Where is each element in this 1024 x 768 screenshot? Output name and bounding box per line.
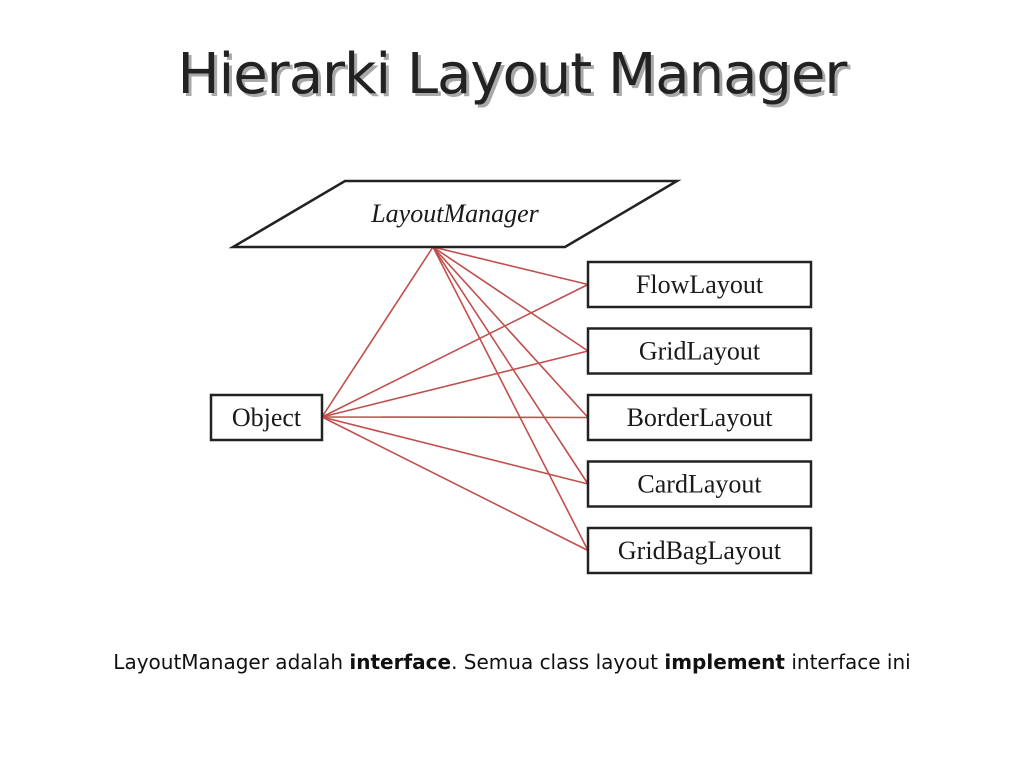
edge-layoutmanager-to-gridlayout <box>432 246 589 352</box>
class-node-border: BorderLayout <box>586 393 813 442</box>
class-node-label: GridLayout <box>639 337 761 366</box>
edge-layoutmanager-to-cardlayout <box>432 246 589 485</box>
edge-object-to-borderlayout <box>321 416 589 419</box>
edges-layer <box>321 246 589 552</box>
class-node-card: CardLayout <box>586 460 813 508</box>
interface-node-layoutmanager: LayoutManager <box>228 179 682 249</box>
base-node-label: Object <box>232 403 302 432</box>
caption-part2: . Semua class layout <box>451 650 665 674</box>
class-node-label: FlowLayout <box>636 270 764 299</box>
interface-node-label: LayoutManager <box>370 199 539 228</box>
edge-object-to-gridbaglayout <box>321 416 589 552</box>
edge-layoutmanager-to-flowlayout <box>432 246 589 286</box>
edge-layoutmanager-to-borderlayout <box>432 246 589 419</box>
page-title: Hierarki Layout Manager <box>177 42 848 107</box>
caption-part3: interface ini <box>784 650 911 674</box>
edge-layoutmanager-to-gridbaglayout <box>432 246 589 551</box>
base-node-object: Object <box>209 393 324 442</box>
edge-layoutmanager-to-object <box>321 246 434 418</box>
caption-part1: LayoutManager adalah <box>113 650 350 674</box>
class-node-label: GridBagLayout <box>618 536 782 565</box>
class-node-label: BorderLayout <box>627 403 774 432</box>
class-node-label: CardLayout <box>637 470 762 499</box>
caption: LayoutManager adalah interface. Semua cl… <box>0 650 1024 674</box>
edge-object-to-gridlayout <box>321 350 589 418</box>
edge-object-to-cardlayout <box>321 416 589 485</box>
class-node-gridbag: GridBagLayout <box>586 526 813 575</box>
caption-bold-interface: interface <box>349 650 452 674</box>
class-nodes-layer: FlowLayoutGridLayoutBorderLayoutCardLayo… <box>586 260 813 575</box>
class-node-flow: FlowLayout <box>586 260 813 309</box>
class-node-grid: GridLayout <box>586 327 813 375</box>
edge-object-to-flowlayout <box>321 283 589 418</box>
caption-bold-implement: implement <box>664 650 785 674</box>
